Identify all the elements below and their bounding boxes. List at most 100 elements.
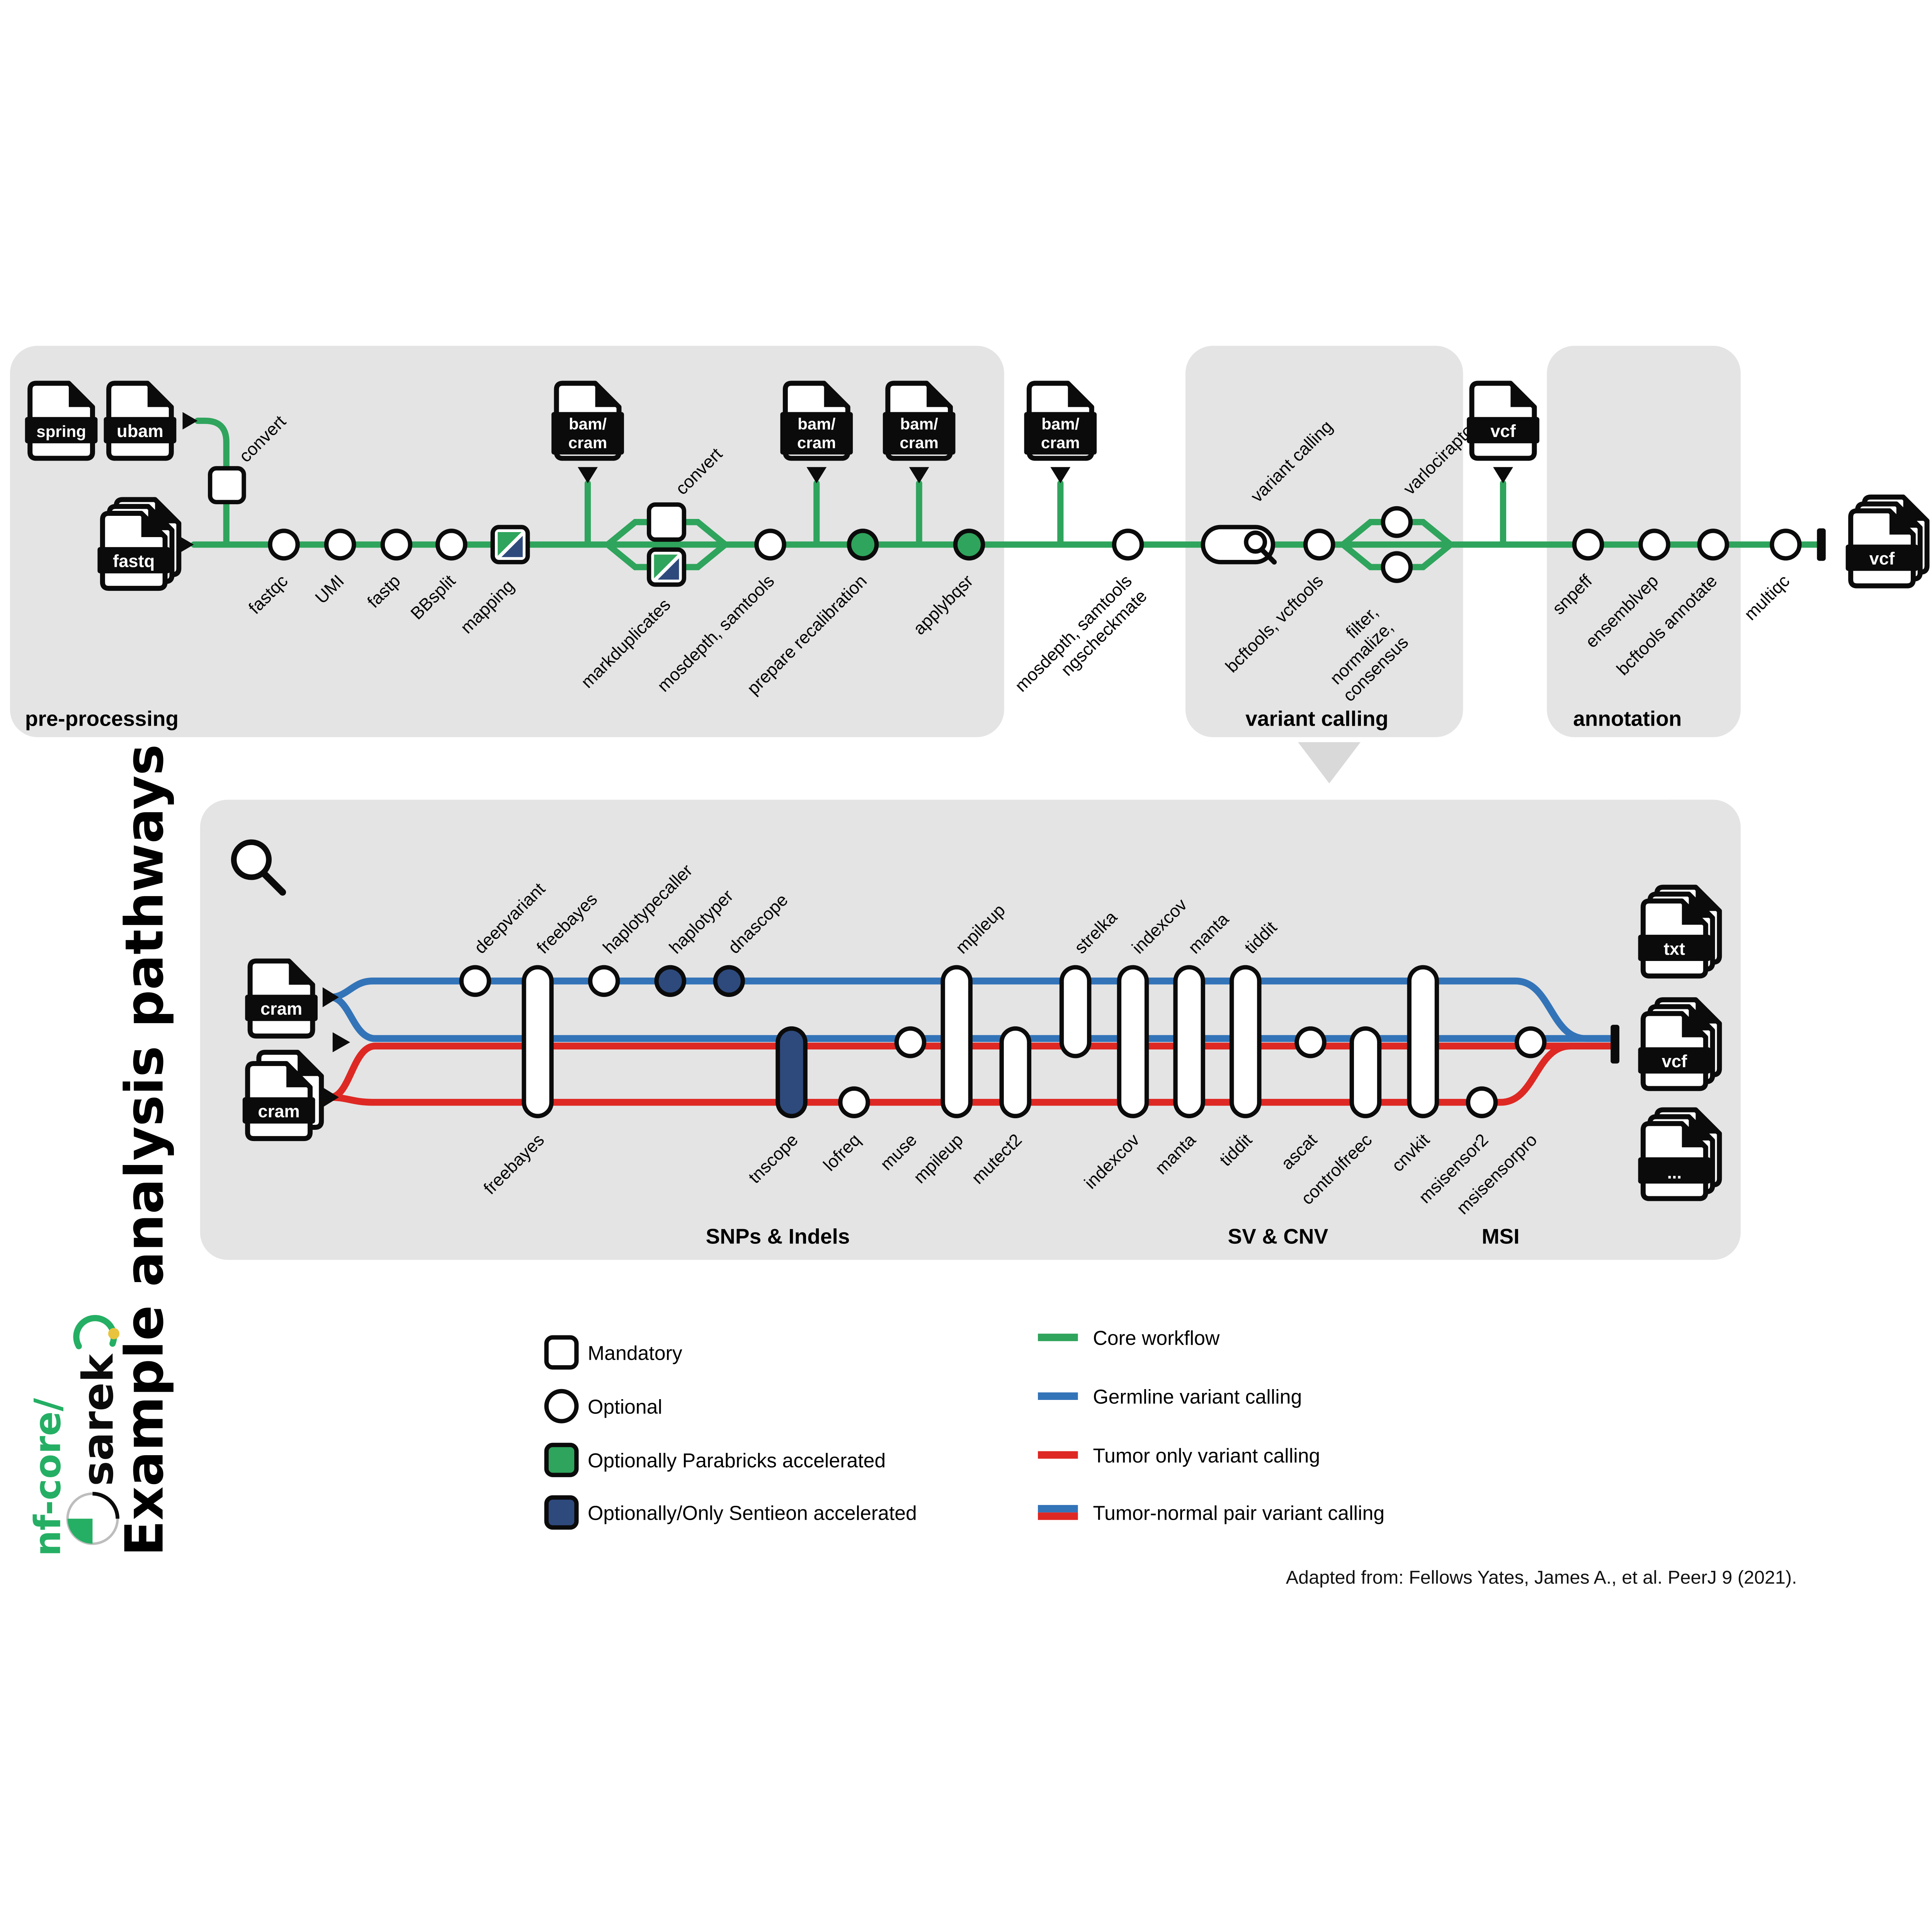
node-convert-input <box>208 466 246 505</box>
output-marker-icon <box>1493 467 1513 483</box>
file-icon-cram-tumor: cram <box>242 1052 321 1138</box>
file-icon-spring: spring <box>25 383 98 458</box>
node-markduplicates <box>646 547 686 587</box>
file-icon-bam-cram: bam/ cram <box>551 383 624 458</box>
preprocessing-nodes <box>208 466 1144 587</box>
node-ascat <box>1294 1026 1327 1058</box>
node-manta <box>1173 965 1205 1119</box>
output-marker-icon <box>909 467 929 483</box>
legend-label-tumor: Tumor only variant calling <box>1093 1444 1320 1467</box>
pathways-magnifier <box>231 839 286 896</box>
output-marker-icon <box>1050 467 1071 483</box>
node-umi <box>324 529 356 561</box>
magnifier-icon <box>1244 530 1267 554</box>
file-label-cram: cram <box>260 999 302 1019</box>
node-deepvariant <box>459 965 492 997</box>
node-convert-branch <box>646 502 686 542</box>
node-prepare-recalibration <box>847 529 879 561</box>
logo-pipeline: sarek <box>73 1353 122 1486</box>
file-label-more: ... <box>1667 1163 1682 1182</box>
pathway-nodes <box>459 965 1547 1119</box>
node-variant-calling <box>1201 525 1277 565</box>
legend-square-mandatory-icon <box>544 1335 579 1370</box>
file-label-cram: cram <box>568 434 607 452</box>
line-end-cap <box>1817 528 1826 561</box>
file-label-bam: bam/ <box>569 415 607 433</box>
node-muse <box>894 1026 927 1058</box>
node-mutect2 <box>999 1026 1032 1119</box>
magnifier-icon <box>231 839 272 880</box>
output-marker-icon <box>578 467 598 483</box>
panel-title-variant-calling: variant calling <box>1245 707 1388 731</box>
file-label-spring: spring <box>36 422 86 440</box>
node-mosdepth-ngscheckmate <box>1112 529 1144 561</box>
node-mapping <box>490 525 530 565</box>
node-fastqc <box>268 529 300 561</box>
panel-title-annotation: annotation <box>1573 707 1682 731</box>
legend-label-parabricks: Optionally Parabricks accelerated <box>588 1449 886 1472</box>
file-icon-cram-normal: cram <box>245 961 318 1036</box>
node-fastp <box>380 529 413 561</box>
file-icon-vcf-output-stack: vcf <box>1638 1000 1719 1088</box>
node-strelka <box>1059 965 1092 1058</box>
output-marker-icon <box>806 467 827 483</box>
node-freebayes <box>522 965 554 1119</box>
file-label-vcf: vcf <box>1490 421 1516 441</box>
node-cnvkit <box>1407 965 1439 1119</box>
node-haplotypecaller <box>588 965 620 997</box>
panel-title-preprocessing: pre-processing <box>25 707 179 731</box>
tumor-line <box>330 1043 1613 1106</box>
attribution-text: Adapted from: Fellows Yates, James A., e… <box>1286 1567 1797 1588</box>
file-label-fastq: fastq <box>113 551 155 571</box>
node-mpileup <box>940 965 973 1119</box>
magnifier-handle-icon <box>260 870 286 896</box>
node-tnscope <box>776 1026 808 1119</box>
legend-label-core: Core workflow <box>1093 1327 1220 1349</box>
node-msisensorpro <box>1514 1026 1547 1058</box>
file-icon-more-outputs-stack: ... <box>1638 1110 1719 1199</box>
input-arrow-icon <box>322 987 339 1007</box>
page-title: Example analysis pathways <box>114 744 175 1556</box>
group-label-sv-cnv: SV & CNV <box>1228 1224 1328 1248</box>
file-label-txt: txt <box>1664 939 1685 959</box>
file-icon-vcf-stack: vcf <box>1845 497 1927 586</box>
legend-label-mandatory: Mandatory <box>588 1342 682 1364</box>
input-arrow-icon <box>322 1087 339 1107</box>
nf-core-logo-icon <box>73 1315 120 1349</box>
node-ensemblvep <box>1638 529 1670 561</box>
flow-markers-pathways <box>322 987 1619 1107</box>
node-applybqsr <box>953 529 985 561</box>
file-label-bam: bam/ <box>900 415 938 433</box>
file-icon-bam-cram: bam/ cram <box>883 383 956 458</box>
legend-square-parabricks-icon <box>544 1442 579 1477</box>
node-varlociraptor-bottom <box>1381 551 1413 583</box>
file-label-bam: bam/ <box>798 415 835 433</box>
node-lofreq <box>838 1086 870 1119</box>
file-icon-ubam: ubam <box>104 383 177 458</box>
file-icon-bam-cram: bam/ cram <box>1024 383 1097 458</box>
file-icon-bam-cram: bam/ cram <box>780 383 853 458</box>
logo-brand: nf-core/ <box>27 1398 69 1556</box>
legend-label-sentieon: Optionally/Only Sentieon accelerated <box>588 1502 917 1524</box>
legend-lines: Core workflow Germline variant calling T… <box>1038 1327 1384 1524</box>
flow-markers-top <box>179 412 1826 561</box>
input-arrow-icon <box>332 1032 350 1053</box>
node-bbsplit <box>435 529 468 561</box>
variant-calling-nodes <box>1201 506 1413 583</box>
sarek-logo-icon <box>66 1492 120 1545</box>
group-label-snps-indels: SNPs & Indels <box>706 1224 850 1248</box>
node-snpeff <box>1572 529 1604 561</box>
legend-pair-line-icon <box>1038 1505 1078 1520</box>
node-varlociraptor-top <box>1381 506 1413 538</box>
legend-label-germline: Germline variant calling <box>1093 1386 1302 1408</box>
group-label-msi: MSI <box>1482 1224 1520 1248</box>
legend-label-optional: Optional <box>588 1396 662 1418</box>
line-end-cap <box>1611 1025 1619 1064</box>
file-label-vcf: vcf <box>1869 549 1895 568</box>
file-label-ubam: ubam <box>117 421 163 441</box>
file-label-cram: cram <box>258 1102 300 1121</box>
file-icon-vcf: vcf <box>1467 383 1539 458</box>
legend-square-sentieon-icon <box>544 1495 579 1530</box>
file-icon-txt-stack: txt <box>1638 887 1719 976</box>
